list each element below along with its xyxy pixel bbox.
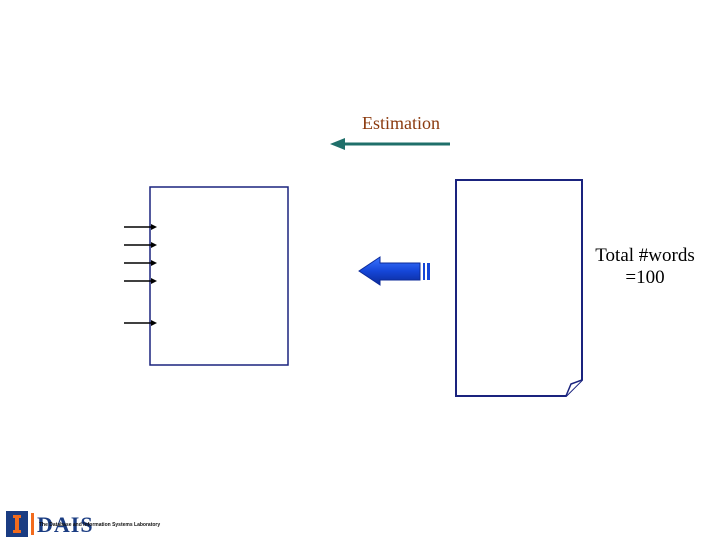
logo-graphic <box>6 511 34 537</box>
total-words-line2: =100 <box>625 267 665 288</box>
model-box <box>149 186 289 366</box>
word-pointer-arrows <box>124 224 157 326</box>
word-pointer-arrow-icon <box>124 224 157 230</box>
word-pointer-arrow-icon <box>124 242 157 248</box>
estimation-arrow-icon <box>330 138 450 150</box>
logo-name: DAIS <box>37 512 94 537</box>
dais-logo: DAIS The Database and Information System… <box>6 510 192 538</box>
total-words-label: Total #words =100 <box>584 245 706 289</box>
estimation-label: Estimation <box>362 113 440 133</box>
block-arrow-left-icon <box>358 256 430 286</box>
total-words-line1: Total #words <box>595 245 695 266</box>
word-pointer-arrow-icon <box>124 278 157 284</box>
word-pointer-arrow-icon <box>124 260 157 266</box>
document-icon <box>455 179 583 397</box>
word-pointer-arrow-icon <box>124 320 157 326</box>
logo-subtitle: The Database and Information Systems Lab… <box>39 522 161 528</box>
